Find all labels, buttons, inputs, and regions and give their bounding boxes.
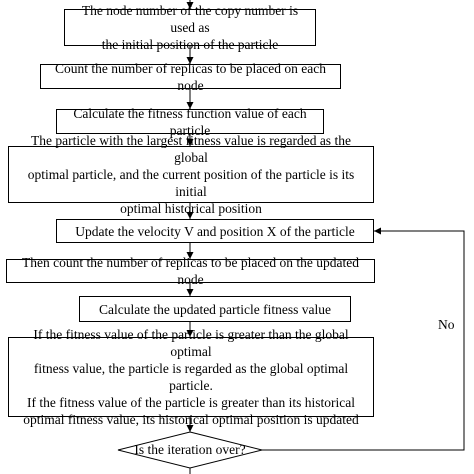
step-count-replicas: Count the number of replicas to be place… xyxy=(40,61,341,93)
loop-label-no: No xyxy=(438,317,455,332)
step-count-updated-replicas: Then count the number of replicas to be … xyxy=(6,255,375,287)
step-global-optimal-particle: The particle with the largest fitness va… xyxy=(8,133,374,216)
decision-label: Is the iteration over? xyxy=(134,442,246,457)
loop-back-connector xyxy=(262,227,465,451)
step-initial-position: The node number of the copy number is us… xyxy=(64,3,316,52)
step-calculate-updated-fitness: Calculate the updated particle fitness v… xyxy=(79,296,351,322)
step-update-optimal-positions: If the fitness value of the particle is … xyxy=(8,327,374,427)
step-update-velocity-position: Update the velocity V and position X of … xyxy=(56,219,374,243)
step-calculate-fitness: Calculate the fitness function value of … xyxy=(56,106,324,138)
